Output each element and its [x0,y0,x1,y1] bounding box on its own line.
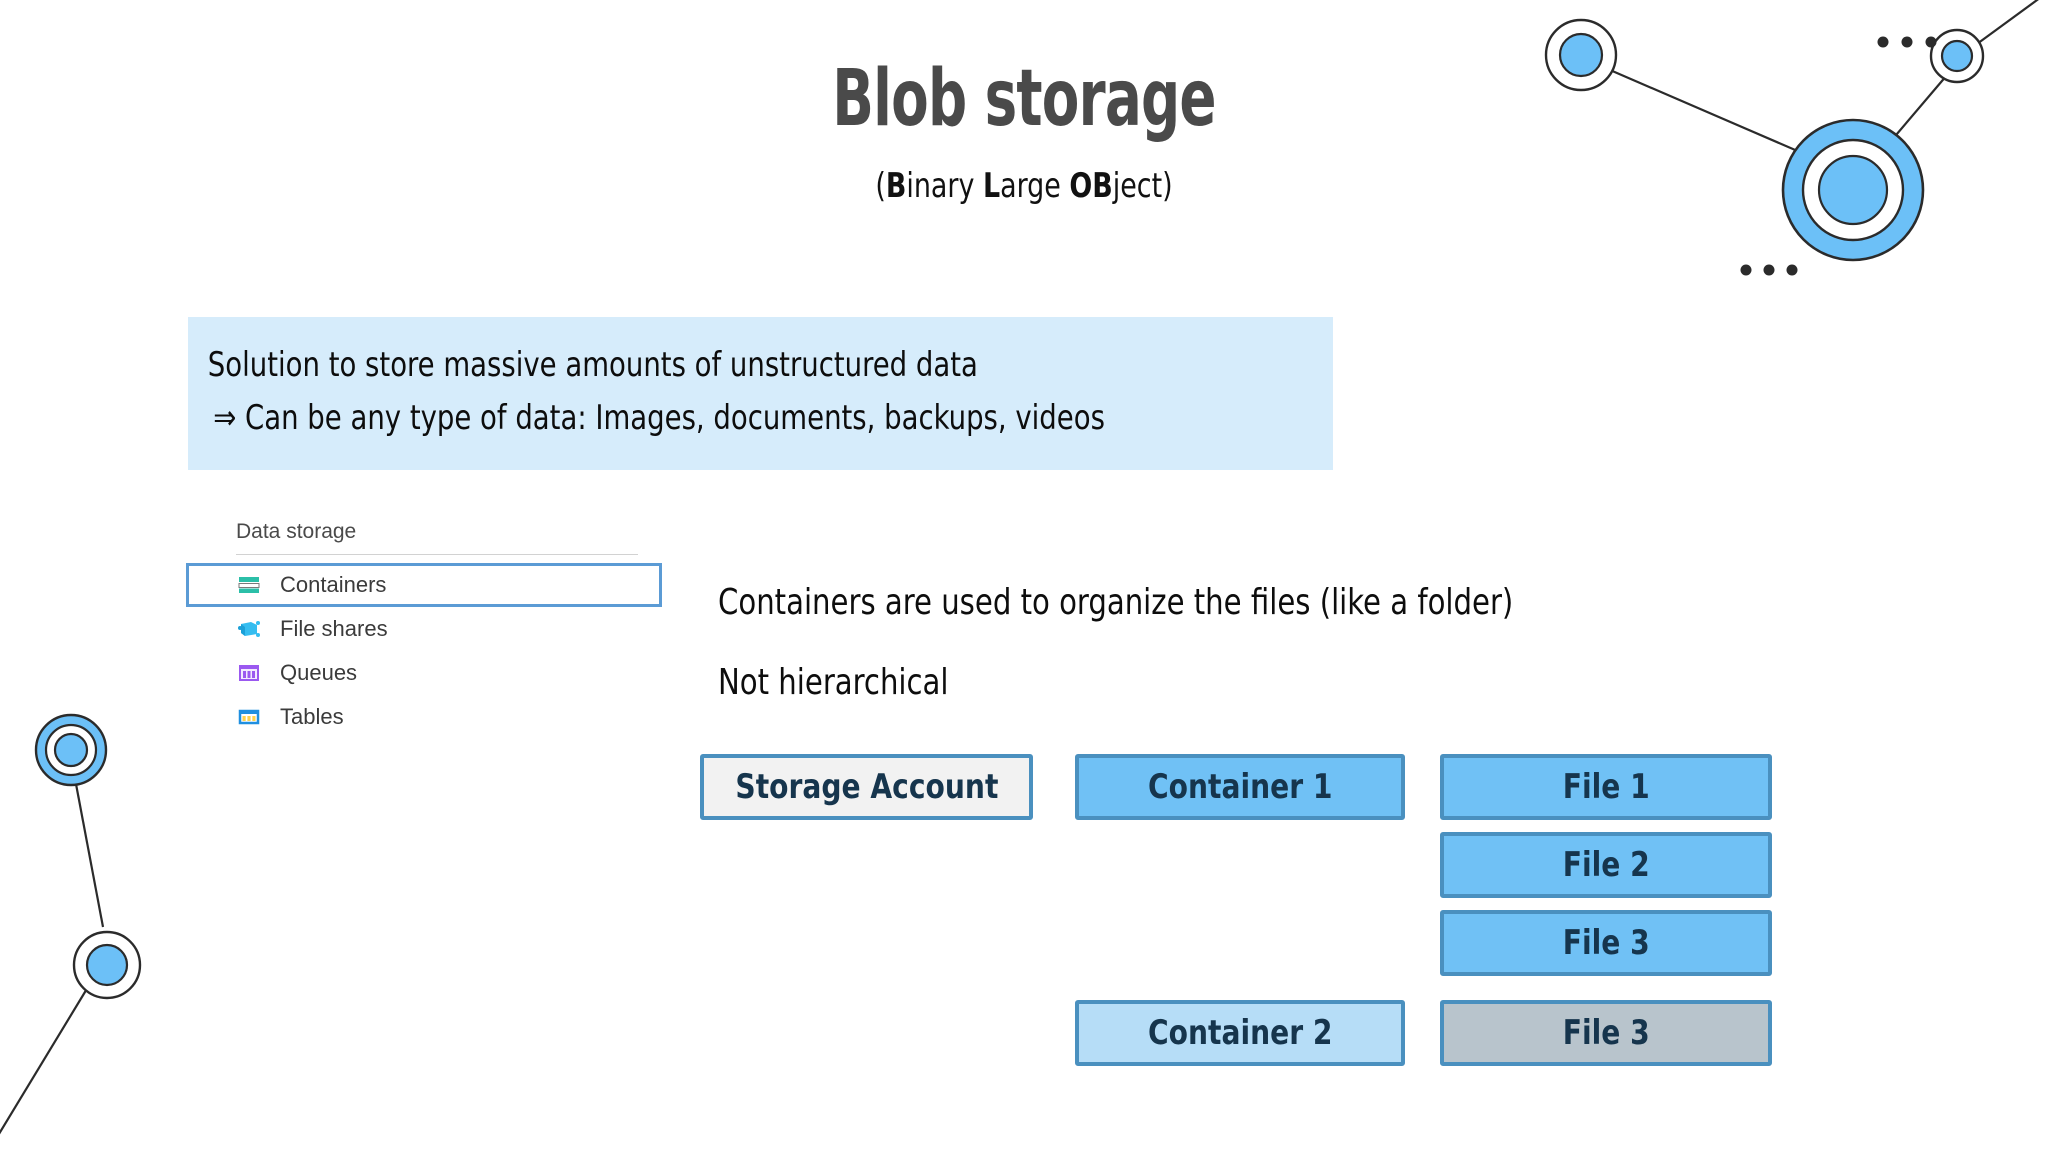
tables-icon [236,704,262,730]
info-line-2: ⇒ Can be any type of data: Images, docum… [213,397,1105,438]
note-not-hierarchical: Not hierarchical [718,662,949,703]
sidebar-item-label: Queues [280,660,358,685]
decor-node-ringed [34,713,108,787]
menu-header-data-storage: Data storage [236,520,357,543]
decor-dots-upper [1877,36,1937,48]
sidebar-item-queues[interactable]: Queues [186,651,656,695]
page-subtitle: (Binary Large OBject) [875,166,1173,206]
title-block: Blob storage (Binary Large OBject) [0,60,2048,206]
sidebar-item-label: Containers [280,572,387,597]
sidebar-item-file-shares[interactable]: File shares [186,607,656,651]
queues-icon [236,660,262,686]
diagram-box-file-1[interactable]: File 1 [1440,754,1772,820]
diagram-box-file-3-duplicate[interactable]: File 3 [1440,1000,1772,1066]
note-containers-organize: Containers are used to organize the file… [718,582,1514,623]
sidebar-item-containers[interactable]: Containers [186,563,662,607]
diagram-box-label: Storage Account [735,767,998,807]
menu-divider [236,554,638,555]
diagram-box-storage-account[interactable]: Storage Account [700,754,1033,820]
info-highlight-box: Solution to store massive amounts of uns… [188,317,1333,471]
diagram-box-file-2[interactable]: File 2 [1440,832,1772,898]
info-line-1: Solution to store massive amounts of uns… [207,345,978,385]
diagram-box-label: File 2 [1562,845,1650,885]
diagram-box-file-3[interactable]: File 3 [1440,910,1772,976]
decor-dots-lower [1740,264,1798,276]
file-shares-icon [236,616,262,642]
diagram-box-label: Container 1 [1147,767,1333,807]
sidebar-item-label: Tables [280,704,344,729]
azure-data-storage-menu: Data storage Containers File shares [186,520,662,739]
page-title: Blob storage [832,54,1216,144]
decor-lines-bottom-left [0,783,105,1135]
containers-icon [236,572,262,598]
diagram-box-container-2[interactable]: Container 2 [1075,1000,1405,1066]
decor-node-plain [72,930,142,1000]
sidebar-item-tables[interactable]: Tables [186,695,656,739]
diagram-box-label: File 3 [1562,923,1650,963]
diagram-box-label: File 1 [1562,767,1650,807]
decorative-node-graphic-bottom-left [0,713,142,1135]
diagram-box-container-1[interactable]: Container 1 [1075,754,1405,820]
diagram-box-label: Container 2 [1147,1013,1333,1053]
diagram-box-label: File 3 [1562,1013,1650,1053]
sidebar-item-label: File shares [280,616,388,641]
